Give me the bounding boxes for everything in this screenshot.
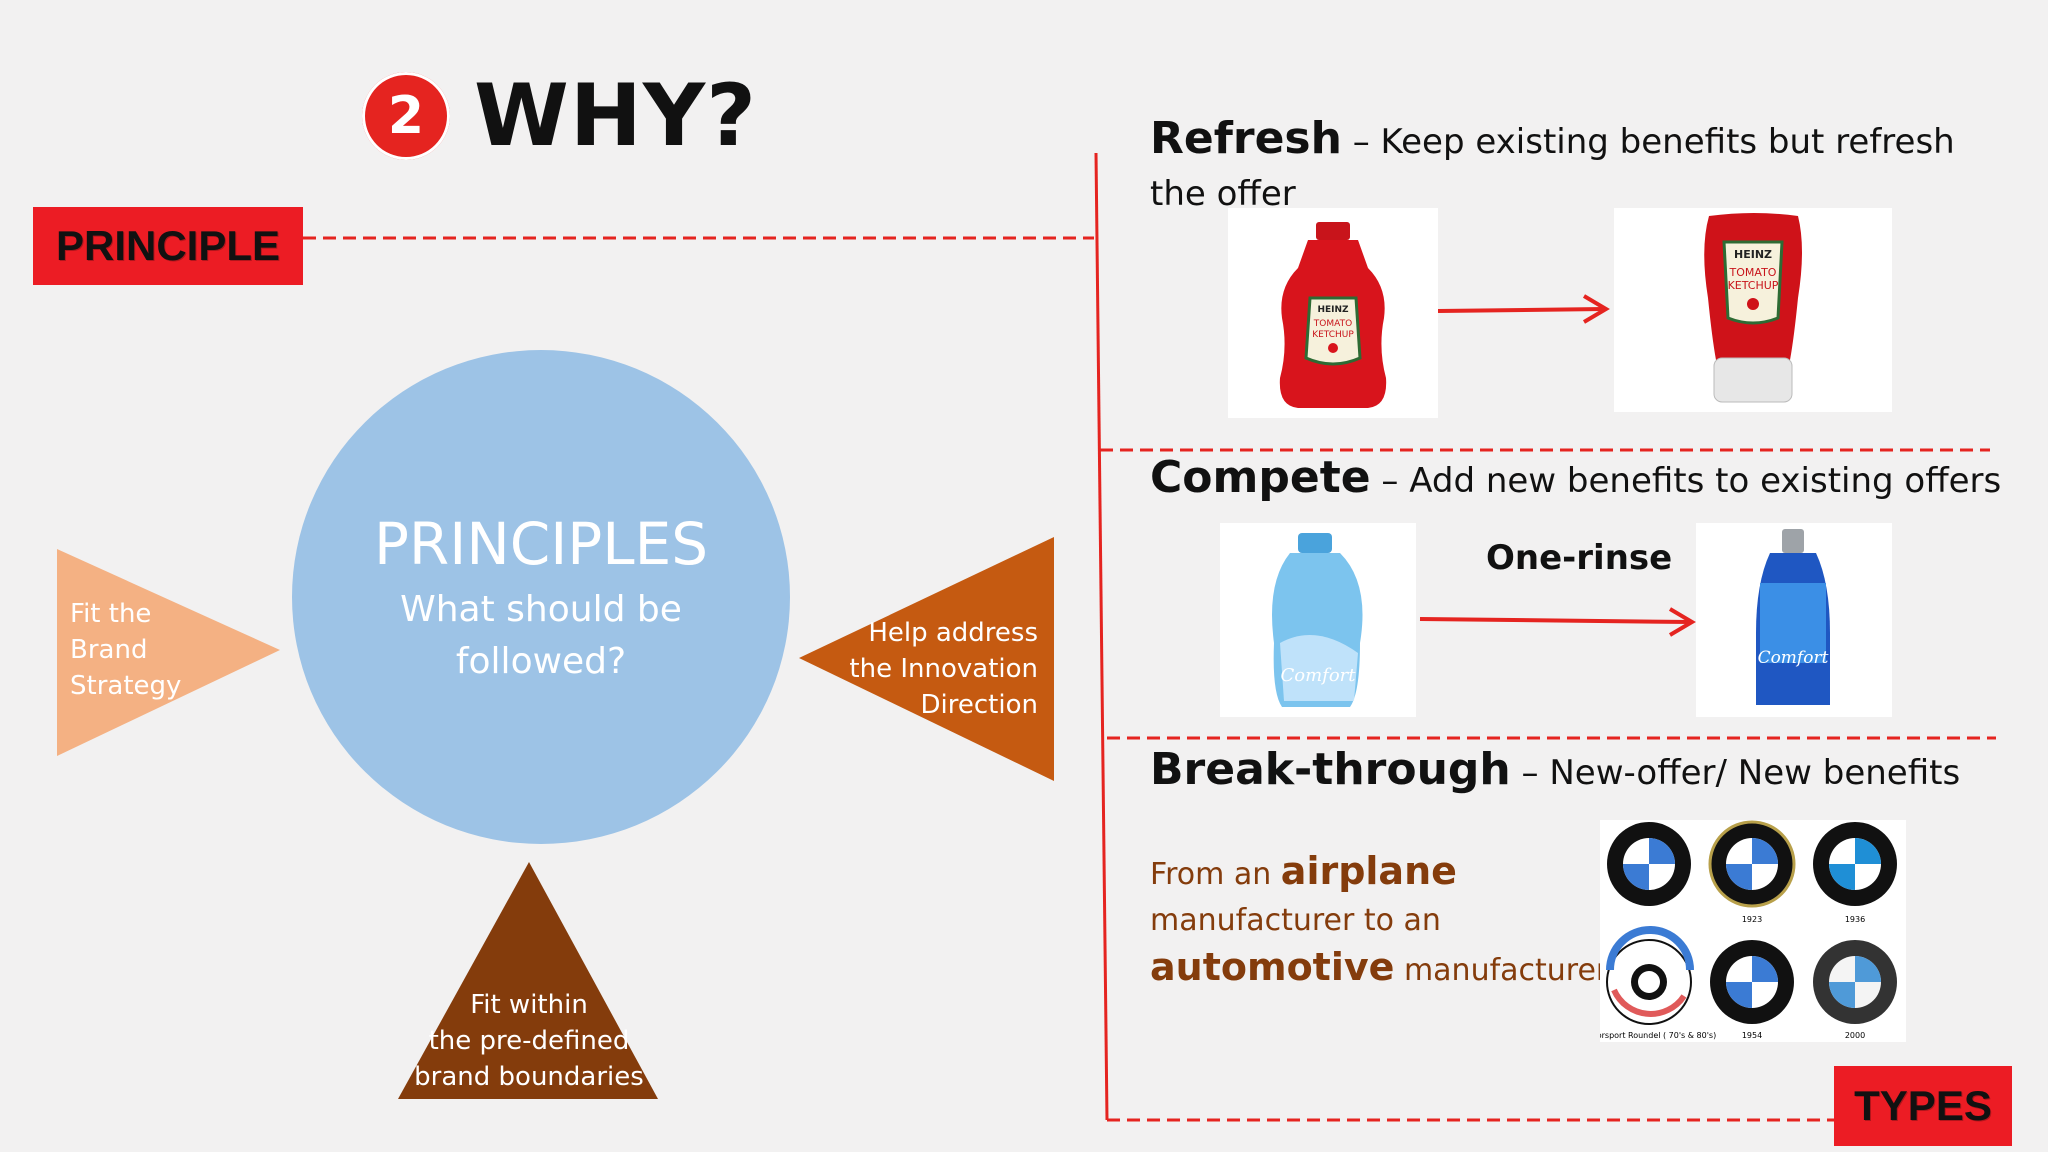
year-label: 2000 [1845, 1031, 1865, 1040]
step-number-badge: 2 [362, 72, 450, 160]
compete-description: – Add new benefits to existing offers [1370, 461, 2002, 501]
bmw-logo-icon [1813, 940, 1897, 1024]
principles-circle: PRINCIPLES What should be followed? [292, 350, 790, 844]
text-line: the pre-defined [428, 1026, 630, 1056]
triangle-right [799, 537, 1054, 781]
text-line: the Innovation [849, 654, 1038, 684]
comfort-bottle-old-image: Comfort [1220, 523, 1416, 717]
innovation-direction-text: Help address the Innovation Direction [820, 615, 1038, 723]
page-title: WHY? [474, 66, 757, 166]
types-tag: TYPES [1834, 1066, 2012, 1146]
bmw-line-1: From an airplane [1150, 848, 1608, 898]
bmw-logo-icon [1710, 940, 1794, 1024]
text-line: Direction [920, 690, 1038, 720]
bmw-motorsport-logo-icon [1606, 926, 1694, 1025]
tomato-text: TOMATO [1729, 266, 1777, 279]
bmw-logo-icon [1607, 822, 1691, 906]
bmw-line-3: automotive manufacturer [1150, 944, 1608, 994]
bmw-story-text: From an airplane manufacturer to an auto… [1150, 848, 1608, 994]
refresh-arrow [1437, 294, 1610, 324]
refresh-title: Refresh [1150, 113, 1342, 164]
subtitle-line: followed? [455, 641, 627, 682]
heinz-brand-text: HEINZ [1734, 248, 1772, 261]
text-line: Help address [868, 618, 1038, 648]
text-line: brand boundaries [414, 1062, 644, 1092]
refresh-heading: Refresh – Keep existing benefits but ref… [1150, 113, 1980, 226]
compete-heading: Compete – Add new benefits to existing o… [1150, 452, 2001, 503]
text-line: Fit within [470, 990, 588, 1020]
bmw-logo-icon [1708, 820, 1796, 908]
text-line: Strategy [70, 671, 182, 701]
text-segment: From an [1150, 857, 1281, 892]
comfort-bottle-new-image: Comfort [1696, 523, 1892, 717]
bmw-line-2: manufacturer to an [1150, 903, 1441, 938]
refresh-description: – Keep existing benefits but refresh the… [1150, 122, 1955, 214]
year-label: 1936 [1845, 915, 1865, 924]
compete-title: Compete [1150, 452, 1371, 503]
principle-tag: PRINCIPLE [33, 207, 303, 285]
ketchup-bottle-new-image: HEINZ TOMATO KETCHUP [1614, 208, 1892, 412]
airplane-text: airplane [1280, 849, 1457, 893]
ketchup-text: KETCHUP [1728, 279, 1779, 292]
text-line: Fit the [70, 599, 152, 629]
breakthrough-title: Break-through [1150, 744, 1511, 795]
heinz-brand-text: HEINZ [1317, 305, 1349, 315]
principles-subtitle: What should be followed? [292, 584, 790, 688]
bmw-logo-evolution-image: 1923 1936 Motorsport Roundel ( 70's & 80… [1582, 820, 1906, 1042]
subtitle-line: What should be [400, 589, 682, 630]
year-label: 1954 [1742, 1031, 1762, 1040]
comfort-brand-text: Comfort [1758, 648, 1829, 668]
triangle-bottom [398, 862, 658, 1099]
breakthrough-description: – New-offer/ New benefits [1510, 753, 1961, 793]
year-label: Motorsport Roundel ( 70's & 80's) [1600, 1031, 1716, 1040]
fit-brand-strategy-text: Fit the Brand Strategy [70, 596, 181, 704]
comfort-brand-text: Comfort [1280, 665, 1356, 686]
ketchup-bottle-old-image: HEINZ TOMATO KETCHUP [1228, 208, 1438, 418]
year-label: 1923 [1742, 915, 1762, 924]
tomato-text: TOMATO [1313, 319, 1352, 329]
one-rinse-label: One-rinse [1486, 538, 1673, 578]
principles-title: PRINCIPLES [373, 510, 709, 578]
triangle-left [57, 549, 280, 756]
text-line: Brand [70, 635, 148, 665]
breakthrough-heading: Break-through – New-offer/ New benefits [1150, 744, 1960, 795]
vertical-divider [1094, 152, 1109, 1121]
ketchup-text: KETCHUP [1312, 330, 1354, 340]
bmw-logo-icon [1813, 822, 1897, 906]
text-segment: manufacturer [1394, 953, 1609, 988]
brand-boundaries-text: Fit within the pre-defined brand boundar… [404, 987, 654, 1095]
why-heading: 2 WHY? [362, 66, 757, 166]
compete-arrow [1419, 607, 1696, 637]
automotive-text: automotive [1150, 945, 1395, 989]
